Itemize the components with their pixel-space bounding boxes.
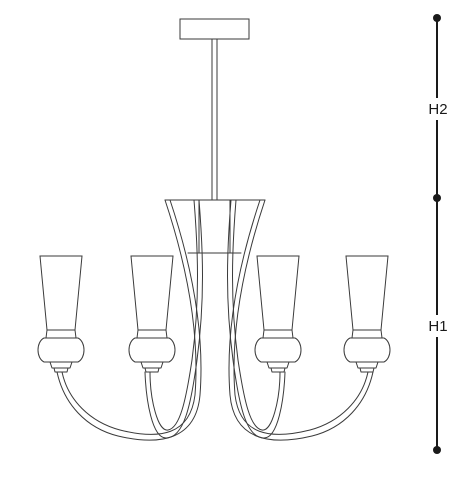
dimension-point-bottom [433,446,441,454]
outer-arm-left [56,199,202,441]
h2-label-background [424,98,452,120]
lamp-shade-3 [254,255,302,373]
inner-arm-right [227,199,286,439]
h2-label: H2 [428,101,447,118]
dimension-line [433,14,441,454]
lamp-shade-4 [343,255,391,373]
lamp-shade-2 [128,255,176,373]
central-hub [164,199,266,254]
outer-arm-right [228,199,374,441]
lamp-shade-1 [37,255,85,373]
inner-arm-left [144,199,203,439]
h1-label-background [424,315,452,337]
dimension-point-middle [433,194,441,202]
ceiling-canopy [179,18,250,40]
dimension-point-top [433,14,441,22]
suspension-rod [211,38,218,201]
h1-label: H1 [428,318,447,335]
